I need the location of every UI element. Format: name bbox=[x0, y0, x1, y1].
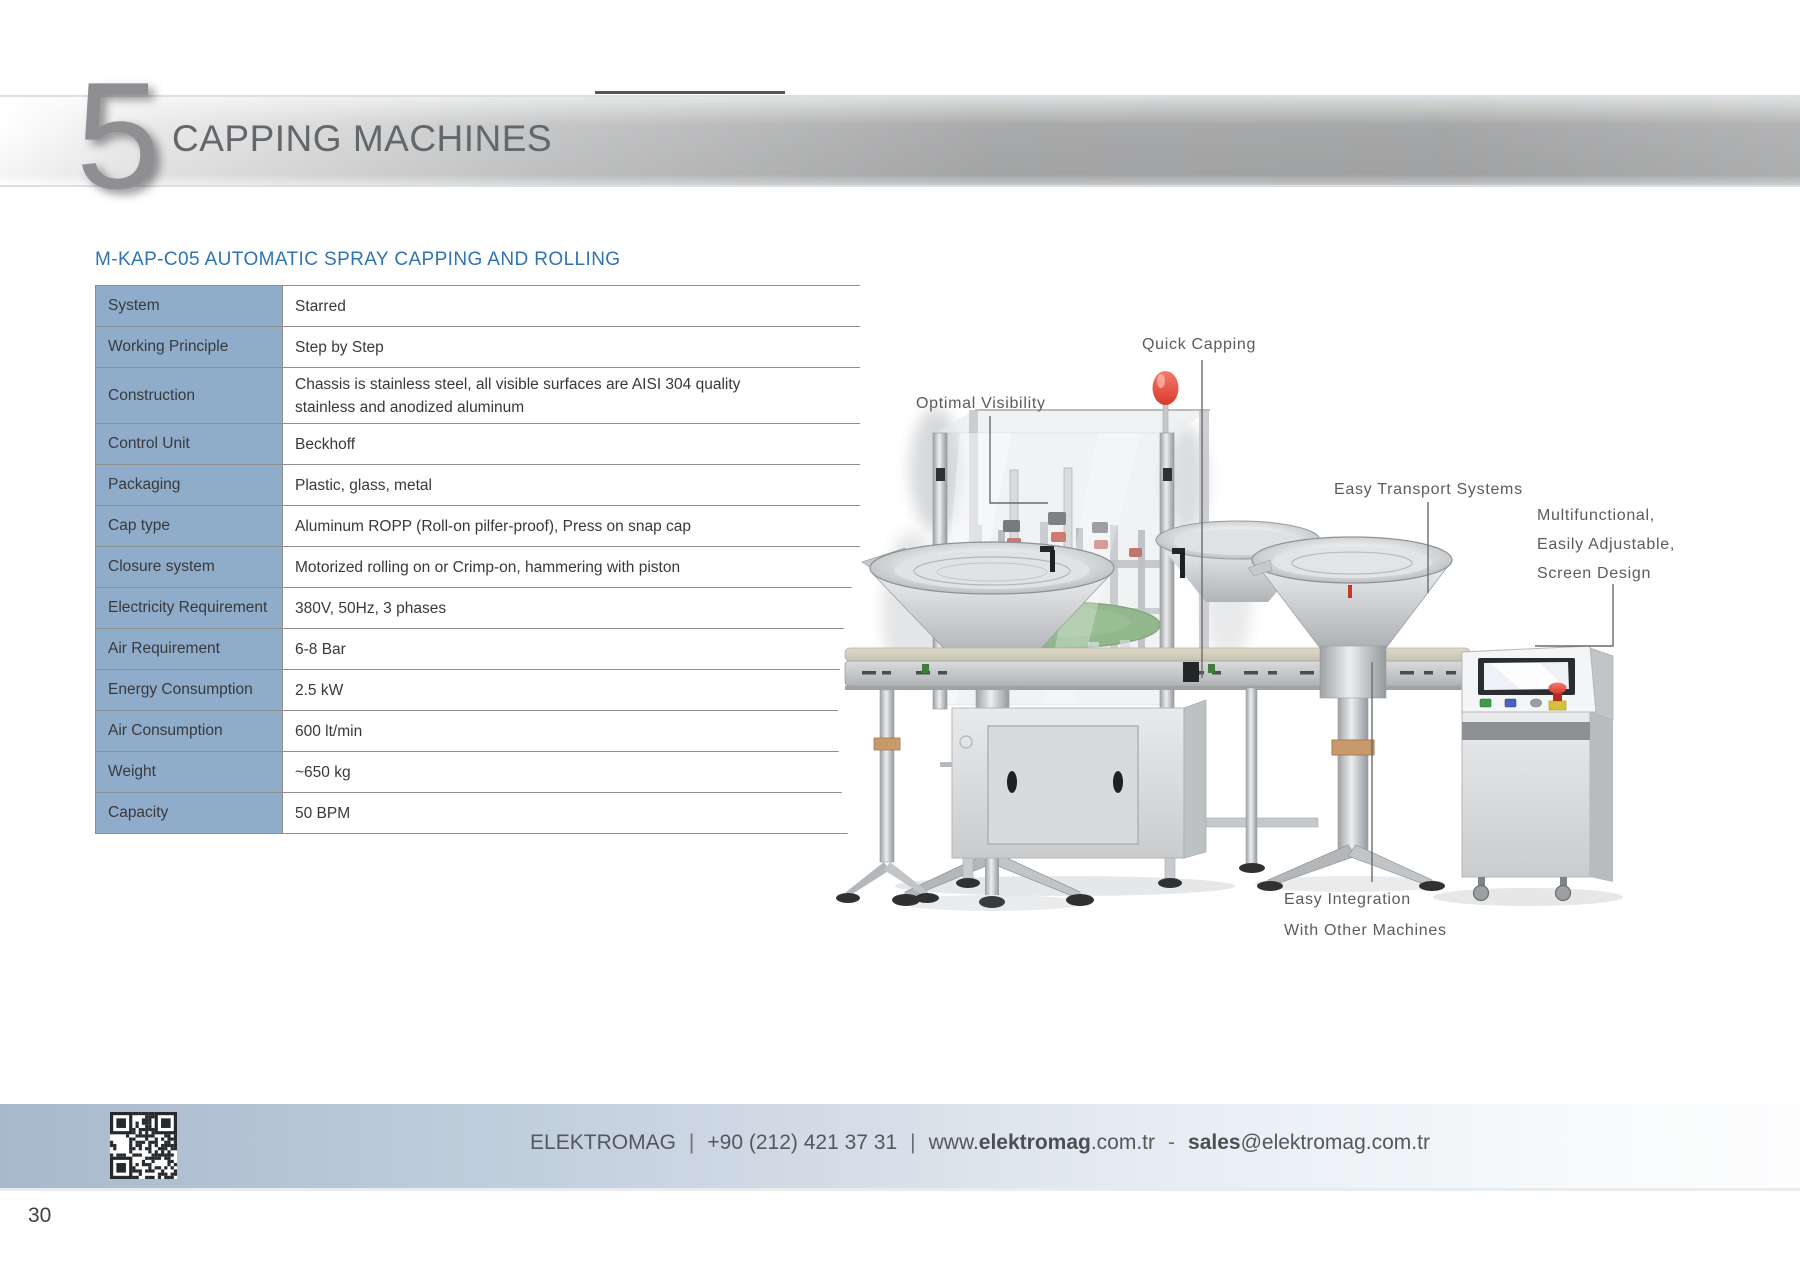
spec-label: Air Requirement bbox=[95, 629, 283, 669]
spec-value: Step by Step bbox=[295, 338, 384, 356]
spec-row: Electricity Requirement 380V, 50Hz, 3 pha… bbox=[95, 588, 860, 629]
section-title: CAPPING MACHINES bbox=[172, 118, 553, 159]
spec-row: Cap type Aluminum ROPP (Roll-on pilfer-pr… bbox=[95, 506, 860, 547]
spec-label: Construction bbox=[95, 368, 283, 423]
spec-row: Working Principle Step by Step bbox=[95, 327, 860, 368]
product-title: M-KAP-C05 AUTOMATIC SPRAY CAPPING AND RO… bbox=[95, 249, 621, 270]
callout-quick-capping: Quick Capping bbox=[1142, 336, 1257, 353]
capping-machine-render bbox=[836, 350, 1630, 920]
spec-value: Starred bbox=[295, 297, 346, 315]
machine-cabinet bbox=[951, 687, 1319, 888]
spec-value: 600 lt/min bbox=[295, 722, 363, 740]
spec-value: Motorized rolling on or Crimp-on, hammer… bbox=[295, 558, 681, 576]
spec-label: Working Principle bbox=[95, 327, 283, 367]
footer-website[interactable]: www.elektromag.com.tr bbox=[928, 1131, 1156, 1154]
callout-easy-transport: Easy Transport Systems bbox=[1334, 481, 1523, 498]
right-front-bowl-feeder bbox=[1247, 536, 1453, 891]
spec-row: Weight ~650 kg bbox=[95, 752, 860, 793]
callout-easy-integration: Easy Integration With Other Machines bbox=[1284, 891, 1447, 939]
control-console bbox=[1461, 645, 1614, 902]
caster-wheels bbox=[1472, 877, 1572, 902]
qr-code bbox=[110, 1112, 177, 1179]
callout-optimal-visibility: Optimal Visibility bbox=[916, 395, 1046, 412]
page-number: 30 bbox=[28, 1204, 52, 1227]
callout-multifunctional: Multifunctional, Easily Adjustable, Scre… bbox=[1537, 507, 1676, 582]
spec-row: Packaging Plastic, glass, metal bbox=[95, 465, 860, 506]
banner-accent-line bbox=[595, 91, 785, 94]
spec-row: Air Requirement 6-8 Bar bbox=[95, 629, 860, 670]
spec-label: Electricity Requirement bbox=[95, 588, 283, 628]
spec-label: Cap type bbox=[95, 506, 283, 546]
spec-value: 380V, 50Hz, 3 phases bbox=[295, 599, 447, 617]
spec-value: ~650 kg bbox=[295, 763, 351, 781]
mode-button bbox=[1504, 698, 1517, 708]
section-number: 5 bbox=[76, 51, 161, 221]
beacon-light bbox=[1152, 371, 1179, 437]
spec-row: Control Unit Beckhoff bbox=[95, 424, 860, 465]
spec-value: Aluminum ROPP (Roll-on pilfer-proof), Pr… bbox=[295, 517, 691, 535]
spec-label: Weight bbox=[95, 752, 283, 792]
spec-label: System bbox=[95, 286, 283, 326]
spec-value: 6-8 Bar bbox=[295, 640, 346, 658]
header-banner bbox=[0, 95, 1800, 187]
footer-contact: ELEKTROMAG|+90 (212) 421 37 31|www.elekt… bbox=[530, 1131, 1430, 1154]
start-button bbox=[1479, 698, 1492, 708]
stop-button bbox=[1530, 698, 1542, 708]
footer-band bbox=[0, 1104, 1800, 1191]
spec-row: Capacity 50 BPM bbox=[95, 793, 860, 834]
spec-value: Beckhoff bbox=[295, 435, 356, 453]
spec-row: Construction Chassis is stainless steel, … bbox=[95, 368, 860, 424]
footer-email[interactable]: sales@elektromag.com.tr bbox=[1188, 1131, 1430, 1154]
spec-table: System Starred Working Principle Step by S… bbox=[95, 285, 860, 834]
footer-company: ELEKTROMAG bbox=[530, 1131, 676, 1154]
spec-row: Air Consumption 600 lt/min bbox=[95, 711, 860, 752]
spec-value: 2.5 kW bbox=[295, 681, 344, 699]
spec-label: Packaging bbox=[95, 465, 283, 505]
spec-label: Air Consumption bbox=[95, 711, 283, 751]
emergency-stop-button bbox=[1548, 682, 1567, 694]
spec-row: Energy Consumption 2.5 kW bbox=[95, 670, 860, 711]
machine-illustration bbox=[730, 350, 1630, 920]
spec-value: Chassis is stainless steel, all visible … bbox=[295, 375, 741, 416]
spec-row: System Starred bbox=[95, 286, 860, 327]
footer-phone: +90 (212) 421 37 31 bbox=[707, 1131, 898, 1154]
spec-row: Closure system Motorized rolling on or Cr… bbox=[95, 547, 860, 588]
spec-label: Energy Consumption bbox=[95, 670, 283, 710]
spec-label: Control Unit bbox=[95, 424, 283, 464]
spec-label: Capacity bbox=[95, 793, 283, 833]
spec-value: Plastic, glass, metal bbox=[295, 476, 432, 494]
spec-value: 50 BPM bbox=[295, 804, 351, 822]
spec-label: Closure system bbox=[95, 547, 283, 587]
